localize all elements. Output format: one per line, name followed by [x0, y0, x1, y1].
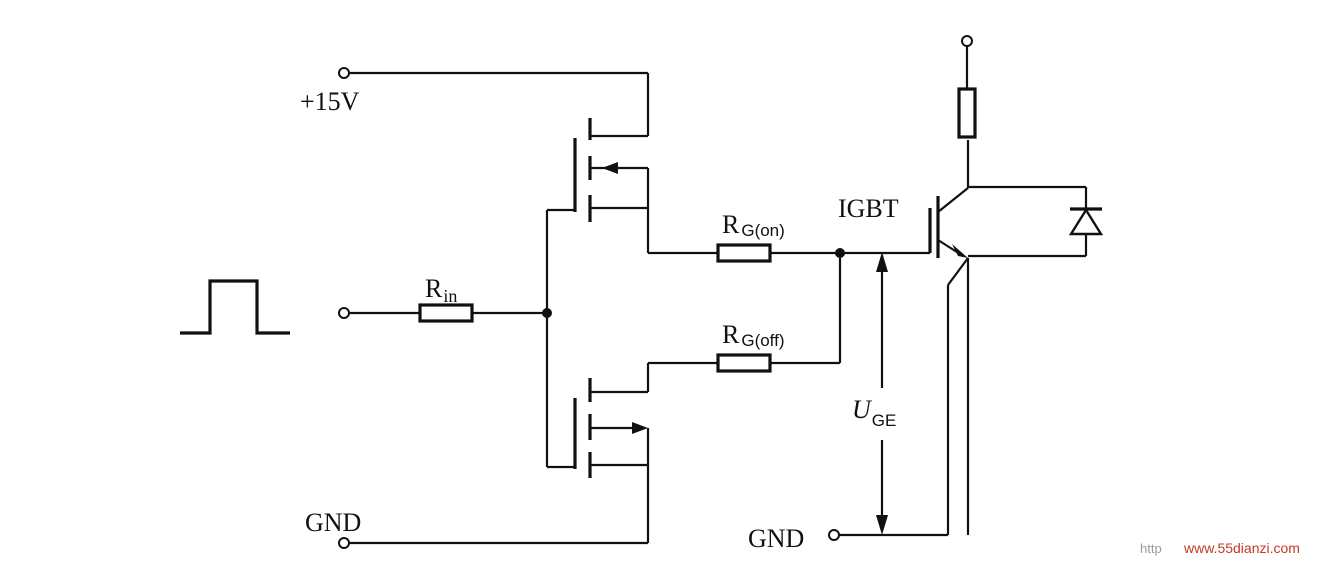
- resistor-r-in: [418, 303, 474, 323]
- resistor-r-g-on: [716, 243, 772, 263]
- watermark-url: www.55dianzi.com: [1183, 540, 1300, 556]
- r-g-off-sub: G(off): [741, 331, 784, 350]
- r-g-on-main: R: [722, 210, 740, 239]
- r-in-sub: in: [443, 286, 457, 306]
- uge-sub: GE: [872, 411, 897, 430]
- gnd-left-terminal: [338, 537, 350, 549]
- r-in-main: R: [425, 274, 443, 303]
- igbt-label: IGBT: [838, 194, 899, 223]
- resistor-r-g-off: [716, 353, 772, 373]
- r-in-label: Rin: [425, 274, 457, 306]
- upper-mosfet: [573, 118, 650, 253]
- watermark-prefix: http: [1140, 541, 1162, 556]
- gnd-left-label: GND: [305, 508, 361, 537]
- lower-mosfet: [573, 378, 650, 543]
- gnd-right-label: GND: [748, 524, 804, 553]
- gnd-right-terminal: [828, 529, 840, 541]
- igbt-symbol: [928, 140, 970, 535]
- input-terminal: [338, 307, 350, 319]
- input-pulse-waveform: [180, 279, 290, 335]
- load-resistor: [957, 87, 977, 139]
- uge-arrow: [876, 252, 888, 535]
- r-g-on-sub: G(on): [741, 221, 784, 240]
- supply-label: +15V: [300, 87, 360, 116]
- uge-main: U: [852, 395, 873, 424]
- uge-label: UGE: [852, 395, 896, 430]
- freewheel-diode: [968, 185, 1104, 258]
- r-g-off-main: R: [722, 320, 740, 349]
- supply-terminal: [338, 67, 350, 79]
- collector-terminal: [961, 35, 973, 47]
